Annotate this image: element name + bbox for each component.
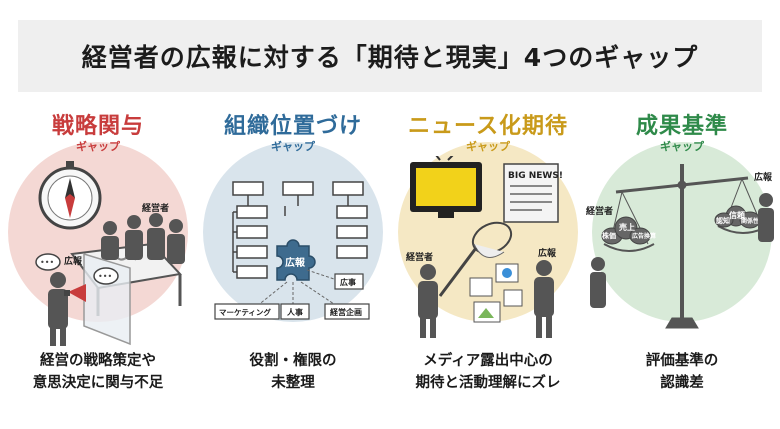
pr-person-figure [48,272,68,346]
svg-text:•••: ••• [98,272,112,281]
executive-figures [101,213,185,264]
panel-strategy: 戦略関与 ギャップ [2,100,194,422]
news-illustration: BIG NEWS! 経営者 [406,156,563,338]
sales-label: 売上 [619,222,635,232]
pr-person-figure [758,193,774,242]
social-media-cards [469,263,523,323]
org-chart-illustration: 広報 マーケティング 人事 経営企画 広事 [214,181,370,320]
recognition-label: 認知 [716,216,730,225]
title-banner: 経営者の広報に対する「期待と現実」4つのギャップ [18,20,762,92]
panel-subheading: ギャップ [76,140,120,153]
description-line: 未整理 [271,375,315,391]
panel-heading: 組織位置づけ [223,114,362,139]
pr-person-figure [534,260,554,338]
panel-subheading: ギャップ [466,140,510,153]
executive-figure [418,264,438,338]
executive-figure [590,257,606,308]
butterfly-net-icon [438,221,513,297]
description-line: 認識差 [660,375,704,391]
description-line: メディア露出中心の [423,353,553,369]
pr-label: 広報 [64,255,83,267]
executive-label: 経営者 [142,202,169,214]
executive-label: 経営者 [406,251,433,263]
panel-criteria: 成果基準 ギャップ 売上 [586,100,778,422]
newspaper-icon [503,163,559,223]
money-bags [601,205,761,245]
planning-label: 経営企画 [330,307,362,317]
panel-organization: 組織位置づけ ギャップ [197,100,389,422]
panel-description: メディア露出中心の 期待と活動理解にズレ [392,350,584,394]
page-title: 経営者の広報に対する「期待と現実」4つのギャップ [81,43,699,72]
executive-label: 経営者 [586,205,613,217]
balance-scale-illustration: 売上 株価 広告換算 信頼 認知 関係性 経営者 広報 [586,164,774,329]
pr-puzzle-label: 広報 [285,256,306,269]
panel-description: 役割・権限の 未整理 [197,350,389,394]
trust-label: 信頼 [729,210,746,220]
marketing-box: マーケティング [214,303,280,320]
pr-label: 広報 [538,247,557,259]
pr-dept-box: 広事 [334,273,364,290]
panel-heading: 戦略関与 [51,114,144,139]
description-line: 経営の戦略策定や [40,353,156,369]
panel-heading: 成果基準 [635,114,728,139]
strategy-illustration: 経営者 ••• ••• 広報 [35,161,185,346]
tv-icon [410,156,482,218]
description-line: 意思決定に関与不足 [32,375,164,391]
planning-box: 経営企画 [324,303,370,320]
pr-dept-label: 広事 [340,277,356,287]
panel-description: 評価基準の 認識差 [586,350,778,394]
description-line: 評価基準の [645,353,719,369]
megaphone-icon [64,284,86,302]
panel-subheading: ギャップ [271,140,315,153]
newspaper-headline: BIG NEWS! [508,171,563,181]
ad-label: 広告換算 [632,232,656,240]
svg-text:•••: ••• [40,258,54,267]
puzzle-piece-icon [276,239,316,281]
compass-icon [38,161,102,230]
speech-bubble-icon: ••• ••• [35,253,119,285]
panel-subheading: ギャップ [660,140,704,153]
description-line: 期待と活動理解にズレ [415,375,561,391]
pr-label: 広報 [754,171,773,183]
panel-description: 経営の戦略策定や 意思決定に関与不足 [2,350,194,394]
org-chart [232,181,368,279]
hr-box: 人事 [280,303,310,320]
relation-label: 関係性 [741,217,759,225]
description-line: 役割・権限の [249,353,337,369]
balance-scale-icon [603,164,769,329]
hr-label: 人事 [287,307,303,317]
marketing-label: マーケティング [219,307,271,317]
panel-news: ニュース化期待 ギャップ BIG NEWS! [392,100,584,422]
stock-label: 株価 [602,231,616,240]
panel-heading: ニュース化期待 [408,114,568,139]
